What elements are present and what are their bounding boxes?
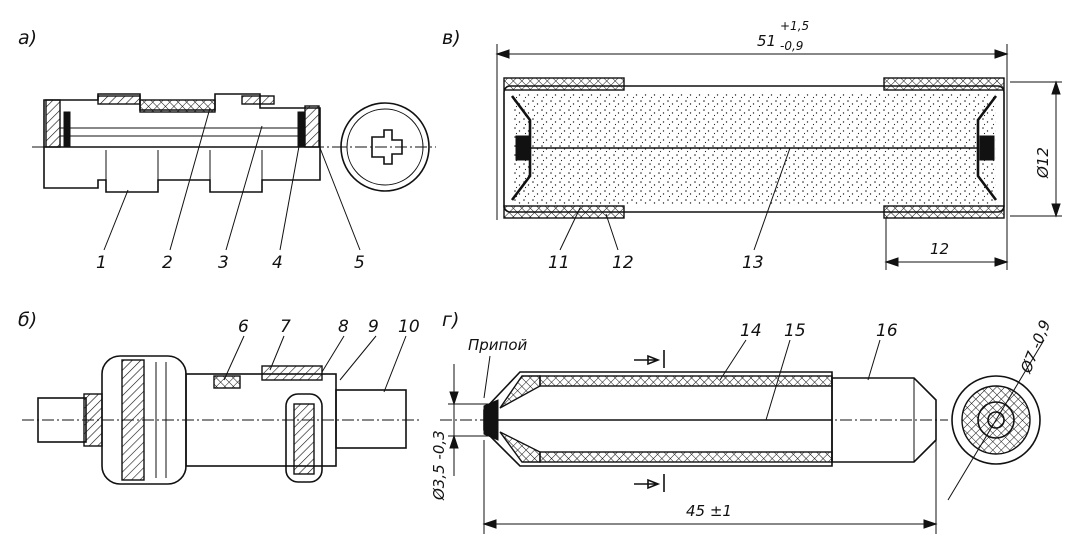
view-v: в) 51 +1,5 -0,9 Ø12 12 11 xyxy=(442,19,1062,273)
dim-length-v-tol-minus: -0,9 xyxy=(780,39,803,53)
view-v-tube xyxy=(503,85,1005,213)
view-v-cap-top-right xyxy=(883,77,1005,91)
view-v-label: в) xyxy=(442,27,461,49)
callout-12: 12 xyxy=(612,253,634,273)
solder-leader xyxy=(483,355,491,399)
leader-7 xyxy=(269,335,285,371)
leader-13 xyxy=(753,147,791,251)
dim-cap-len: 12 xyxy=(930,240,949,258)
callout-13: 13 xyxy=(742,253,764,273)
leader-3 xyxy=(225,125,263,251)
view-b-cap-section xyxy=(121,359,145,481)
solder-annotation: Припой xyxy=(468,336,528,354)
view-a-contact-left xyxy=(63,111,71,148)
view-v-cap-bottom-right xyxy=(883,205,1005,219)
view-g-end-circle-mid xyxy=(977,401,1015,439)
dim-diameter-v: Ø12 xyxy=(1034,147,1052,179)
dim-arrows-g-small xyxy=(449,391,459,449)
leader-11 xyxy=(559,207,581,251)
dim-diameter-g-small: Ø3,5 -0,3 xyxy=(430,430,448,501)
view-v-cap-top-left xyxy=(503,77,625,91)
view-a-right-cap xyxy=(304,105,320,148)
view-g-end-circle-core xyxy=(987,411,1005,429)
leader-2 xyxy=(169,107,211,251)
view-v-cap-bottom-left xyxy=(503,205,625,219)
callout-1: 1 xyxy=(96,253,107,273)
callout-7: 7 xyxy=(280,317,291,337)
view-g-label: г) xyxy=(442,309,459,331)
callout-5: 5 xyxy=(354,253,365,273)
view-a-cross-slot xyxy=(371,129,403,165)
dim-line-dia-g-cap xyxy=(947,339,1045,501)
dim-length-v: 51 xyxy=(757,32,776,50)
dim-length-v-tol-plus: +1,5 xyxy=(780,19,809,33)
callout-8: 8 xyxy=(338,317,349,337)
view-g-cone-top xyxy=(499,375,541,409)
callout-4: 4 xyxy=(272,253,283,273)
callout-2: 2 xyxy=(162,253,173,273)
dim-diameter-g-cap: Ø7 -0,9 xyxy=(1017,317,1055,376)
callout-6: 6 xyxy=(238,317,249,337)
view-v-solder-right xyxy=(979,135,995,161)
view-g-wall-bottom xyxy=(539,451,833,463)
view-b-right-pin xyxy=(335,389,407,449)
leader-4 xyxy=(279,129,303,251)
leader-14 xyxy=(719,339,747,381)
section-arrow-top xyxy=(634,354,661,366)
dim-arrows-length-v xyxy=(495,49,1009,59)
view-v-solder-left xyxy=(515,135,531,161)
view-a: а) 1 2 3 4 5 xyxy=(18,27,436,273)
callout-11: 11 xyxy=(548,253,570,273)
view-a-insulator xyxy=(139,99,216,113)
view-b: б) 6 7 8 9 10 xyxy=(18,309,420,485)
view-g-cone-bottom xyxy=(499,431,541,463)
leader-9 xyxy=(339,335,377,381)
callout-9: 9 xyxy=(368,317,379,337)
view-b-label: б) xyxy=(18,309,37,331)
view-v-filler-sand xyxy=(512,94,996,204)
dim-arrows-dia-v xyxy=(1051,80,1061,218)
view-b-insulator xyxy=(213,375,241,389)
view-a-outline-bottom xyxy=(43,147,321,193)
callout-3: 3 xyxy=(218,253,229,273)
dim-arrows-cap xyxy=(884,257,1009,267)
callout-15: 15 xyxy=(784,321,806,341)
view-a-left-cap xyxy=(45,99,61,148)
view-b-bayonet-lug xyxy=(285,393,323,483)
leader-16 xyxy=(867,339,881,381)
leader-15 xyxy=(765,339,791,421)
view-g-end-circle-outer xyxy=(951,375,1041,465)
dim-arrows-length-g xyxy=(482,519,938,529)
view-a-label: а) xyxy=(18,27,37,49)
view-a-clip-left xyxy=(97,95,141,105)
leader-5 xyxy=(319,147,361,251)
leader-1 xyxy=(103,189,129,251)
leader-8 xyxy=(321,335,345,373)
callout-14: 14 xyxy=(740,321,762,341)
callout-16: 16 xyxy=(876,321,898,341)
view-g-solder xyxy=(483,399,499,441)
view-g: г) Припой Ø7 -0,9 Ø3,5 -0,3 xyxy=(430,309,1054,534)
section-arrow-bottom xyxy=(634,478,661,490)
dim-length-g: 45 ±1 xyxy=(686,502,732,520)
view-b-thread xyxy=(83,393,103,447)
leader-12 xyxy=(605,213,619,251)
view-g-wall-top xyxy=(539,375,833,387)
view-a-contact-right xyxy=(297,111,305,148)
leader-6 xyxy=(223,335,245,381)
view-b-lug-section xyxy=(293,403,315,475)
view-b-spring-clip xyxy=(261,365,323,381)
callout-10: 10 xyxy=(398,317,420,337)
leader-10 xyxy=(383,335,407,393)
view-a-clip-right xyxy=(241,95,275,105)
